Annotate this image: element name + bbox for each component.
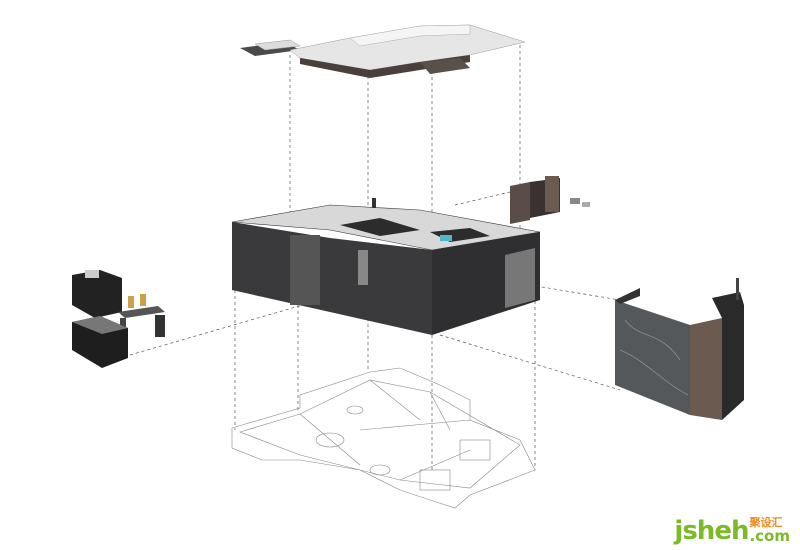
floor-plan-drawing bbox=[231, 367, 536, 509]
watermark-domain: .com bbox=[749, 527, 790, 545]
ceiling-layer bbox=[240, 24, 526, 78]
main-floor-block bbox=[231, 198, 541, 335]
watermark-main: jsheh bbox=[674, 516, 749, 546]
wall-elements-top-right bbox=[510, 176, 590, 224]
furniture-left bbox=[72, 270, 165, 368]
watermark-cn: 聚设汇 bbox=[749, 516, 783, 529]
watermark-logo: jsheh 聚设汇 .com bbox=[674, 516, 790, 546]
projection-lines bbox=[129, 45, 621, 470]
marble-wall-right bbox=[615, 278, 744, 420]
